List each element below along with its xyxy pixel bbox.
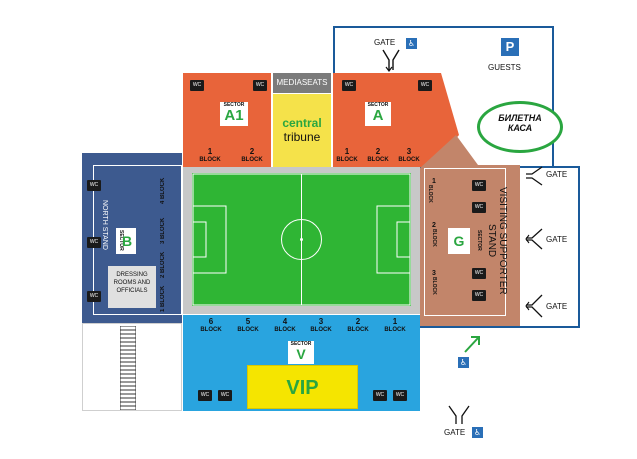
wc-icon: WC xyxy=(472,180,486,191)
wc-icon: WC xyxy=(198,390,212,401)
block-label: 4 BLOCK xyxy=(160,177,166,205)
central-tribune-line2: tribune xyxy=(283,130,321,144)
wc-icon: WC xyxy=(393,390,407,401)
stairs-icon xyxy=(120,326,136,410)
wc-icon: WC xyxy=(472,202,486,213)
wc-icon: WC xyxy=(87,291,101,302)
ticket-office-badge[interactable]: БИЛЕТНА КАСА xyxy=(477,101,563,153)
sector-a1-badge: SECTOR A1 xyxy=(220,102,248,126)
vip-area[interactable]: VIP xyxy=(247,365,358,409)
sector-a-badge: SECTOR A xyxy=(365,102,391,126)
wheelchair-icon: ♿ xyxy=(406,38,417,49)
ticket-office-line2: КАСА xyxy=(507,123,533,133)
gate-arrows-icon xyxy=(525,228,543,250)
wc-icon: WC xyxy=(373,390,387,401)
block-label: 2 BLOCK xyxy=(160,251,166,279)
football-pitch xyxy=(192,173,411,306)
visiting-stand-label: VISITING SUPPORTER STAND xyxy=(486,187,508,295)
parking-icon: P xyxy=(501,38,519,56)
wc-icon: WC xyxy=(190,80,204,91)
sector-g-badge: G SECTOR xyxy=(448,228,482,254)
wc-icon: WC xyxy=(253,80,267,91)
gate-label-bottom: GATE xyxy=(444,428,466,437)
vip-label: VIP xyxy=(286,377,319,399)
sector-g-inner-outline xyxy=(424,168,506,316)
gate-arrows-icon xyxy=(525,294,543,318)
sector-b-badge: SECTOR B xyxy=(116,228,136,254)
wc-icon: WC xyxy=(472,268,486,279)
sector-a-stand[interactable] xyxy=(333,73,463,168)
visiting-outline-top xyxy=(520,166,578,168)
gate-label: GATE xyxy=(546,235,568,244)
block-label: 3 BLOCK xyxy=(160,217,166,245)
wheelchair-icon: ♿ xyxy=(458,357,469,368)
wc-icon: WC xyxy=(472,290,486,301)
block-label: 1 BLOCK xyxy=(427,178,436,203)
sector-v-badge: SECTOR V xyxy=(288,341,314,364)
gate-label: GATE xyxy=(546,302,568,311)
block-label: 2 BLOCK xyxy=(431,222,437,247)
gate-label-top: GATE xyxy=(374,38,396,47)
north-stand-label: NORTH STAND xyxy=(101,200,108,250)
gate-arrows-top-icon xyxy=(382,49,400,72)
gate-arrows-bottom-icon xyxy=(448,405,470,424)
block-label: 3 BLOCK xyxy=(431,270,437,295)
media-seats: MEDIASEATS xyxy=(273,73,331,93)
accessible-entrance-arrow-icon xyxy=(464,336,480,353)
guests-label: GUESTS xyxy=(488,63,521,72)
block-label: 1 BLOCK xyxy=(160,285,166,313)
gate-label: GATE xyxy=(546,170,568,179)
visiting-outline xyxy=(418,166,580,328)
wc-icon: WC xyxy=(87,180,101,191)
central-tribune[interactable]: central tribune xyxy=(273,94,331,167)
wc-icon: WC xyxy=(87,237,101,248)
wc-icon: WC xyxy=(218,390,232,401)
gate-arrows-icon xyxy=(526,166,543,186)
ticket-office-line1: БИЛЕТНА xyxy=(498,113,542,123)
central-tribune-line1: central xyxy=(282,116,322,130)
sector-g-stand[interactable] xyxy=(420,135,530,328)
wc-icon: WC xyxy=(342,80,356,91)
wheelchair-icon: ♿ xyxy=(472,427,483,438)
dressing-rooms-box: DRESSING ROOMS AND OFFICIALS xyxy=(108,266,156,308)
wc-icon: WC xyxy=(418,80,432,91)
